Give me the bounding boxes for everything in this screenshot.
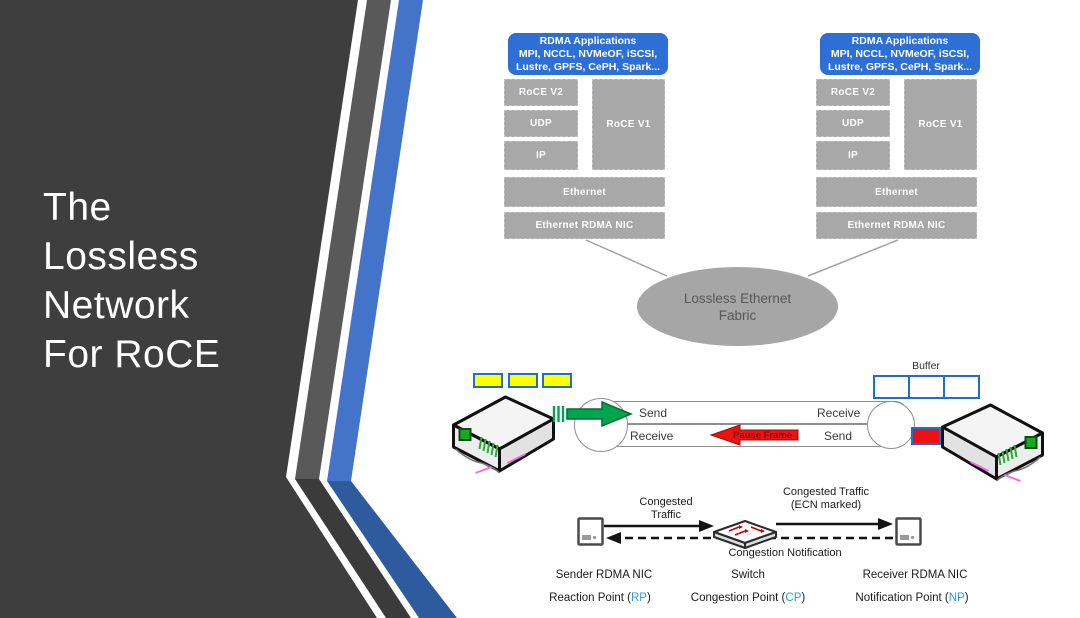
reaction-point-suffix: )	[646, 592, 651, 604]
congested-traffic-label-line2: Traffic	[651, 509, 681, 521]
app-line: MPI, NCCL, NVMeOF, iSCSI,	[518, 47, 658, 60]
app-line: RDMA Applications	[539, 34, 637, 47]
right-port-circle	[867, 401, 915, 449]
notification-point-label: Notification Point (NP)	[842, 592, 982, 604]
title-line: For RoCE	[43, 333, 221, 376]
notification-point-prefix: Notification Point (	[855, 592, 949, 604]
lossless-ethernet-fabric-ellipse: Lossless Ethernet Fabric	[637, 267, 838, 346]
congested-traffic-label-line1: Congested	[639, 496, 693, 508]
congestion-point-suffix: )	[801, 592, 806, 604]
reaction-point-prefix: Reaction Point (	[549, 592, 631, 604]
router-icon-right	[941, 403, 1044, 482]
layer-ethernet-left: Ethernet	[504, 177, 665, 207]
receiver-rdma-nic-label: Receiver RDMA NIC	[862, 569, 968, 581]
sender-rdma-nic-label: Sender RDMA NIC	[555, 569, 653, 581]
fabric-line: Fabric	[718, 307, 757, 323]
layer-ethernet-right: Ethernet	[816, 177, 977, 207]
left-port-circle	[574, 398, 628, 452]
banner-blue-stripe-top	[327, 0, 423, 481]
banner-gray-stripe-bottom	[295, 479, 411, 618]
yellow-buffer-cell	[508, 373, 538, 388]
receive-label-right: Receive	[817, 406, 861, 420]
layer-ip-left: IP	[504, 141, 578, 170]
buffer-cell	[943, 375, 980, 399]
layer-ethernet-rdma-nic-right: Ethernet RDMA NIC	[816, 212, 977, 239]
buffer-cell	[873, 375, 910, 399]
pause-frame-arrow-icon	[709, 424, 799, 446]
sender-nic-icon	[577, 517, 604, 546]
layer-roce-v1-left: RoCE V1	[592, 79, 665, 170]
title-line: Network	[43, 284, 190, 327]
rdma-applications-box-right: RDMA Applications MPI, NCCL, NVMeOF, iSC…	[820, 33, 980, 75]
banner-blue-stripe-bottom	[327, 481, 457, 618]
title-line: The	[43, 186, 112, 229]
switch-label: Switch	[731, 569, 765, 581]
receive-label-left: Receive	[630, 429, 674, 443]
ecn-traffic-arrowhead	[878, 518, 893, 530]
banner-gray-stripe-top	[295, 0, 391, 479]
rdma-applications-box-left: RDMA Applications MPI, NCCL, NVMeOF, iSC…	[508, 33, 668, 75]
congestion-point-abbr: CP	[785, 592, 802, 604]
congestion-point-label: Congestion Point (CP)	[678, 592, 818, 604]
stack-left-connector-line	[585, 239, 668, 277]
buffer-label: Buffer	[912, 360, 940, 372]
congestion-notification-label: Congestion Notification	[728, 547, 842, 559]
send-label-right: Send	[824, 429, 853, 443]
layer-ethernet-rdma-nic-left: Ethernet RDMA NIC	[504, 212, 665, 239]
ecn-traffic-label-line1: Congested Traffic	[782, 486, 869, 498]
notification-point-suffix: )	[964, 592, 969, 604]
reaction-point-label: Reaction Point (RP)	[530, 592, 670, 604]
full-buffer-red-cell	[911, 427, 941, 445]
app-line: RDMA Applications	[851, 34, 949, 47]
buffer-cell	[908, 375, 945, 399]
reaction-point-abbr: RP	[631, 592, 647, 604]
layer-roce-v2-right: RoCE V2	[816, 79, 890, 106]
layer-roce-v1-right: RoCE V1	[904, 79, 977, 170]
title-line: Lossless	[43, 235, 199, 278]
layer-ip-right: IP	[816, 141, 890, 170]
pause-frame-label: Pause Frame	[733, 430, 793, 441]
congestion-notification-arrowhead	[606, 532, 621, 544]
ecn-traffic-label-line2: (ECN marked)	[790, 499, 862, 511]
router-icon-left	[452, 395, 555, 474]
yellow-buffer-cell	[542, 373, 572, 388]
app-line: Lustre, GPFS, CePH, Spark...	[515, 60, 661, 73]
fabric-line: Lossless Ethernet	[683, 290, 792, 306]
send-label-left: Send	[639, 406, 668, 420]
layer-udp-right: UDP	[816, 110, 890, 137]
stack-right-connector-line	[807, 239, 899, 277]
send-arrow-icon	[552, 400, 633, 428]
receiver-nic-icon	[895, 517, 922, 546]
slide-title: The Lossless Network For RoCE	[43, 183, 220, 379]
congestion-point-prefix: Congestion Point (	[690, 592, 786, 604]
app-line: Lustre, GPFS, CePH, Spark...	[827, 60, 973, 73]
switch-icon	[713, 520, 777, 549]
layer-roce-v2-left: RoCE V2	[504, 79, 578, 106]
app-line: MPI, NCCL, NVMeOF, iSCSI,	[830, 47, 970, 60]
layer-udp-left: UDP	[504, 110, 578, 137]
notification-point-abbr: NP	[948, 592, 965, 604]
yellow-buffer-cell	[473, 373, 503, 388]
